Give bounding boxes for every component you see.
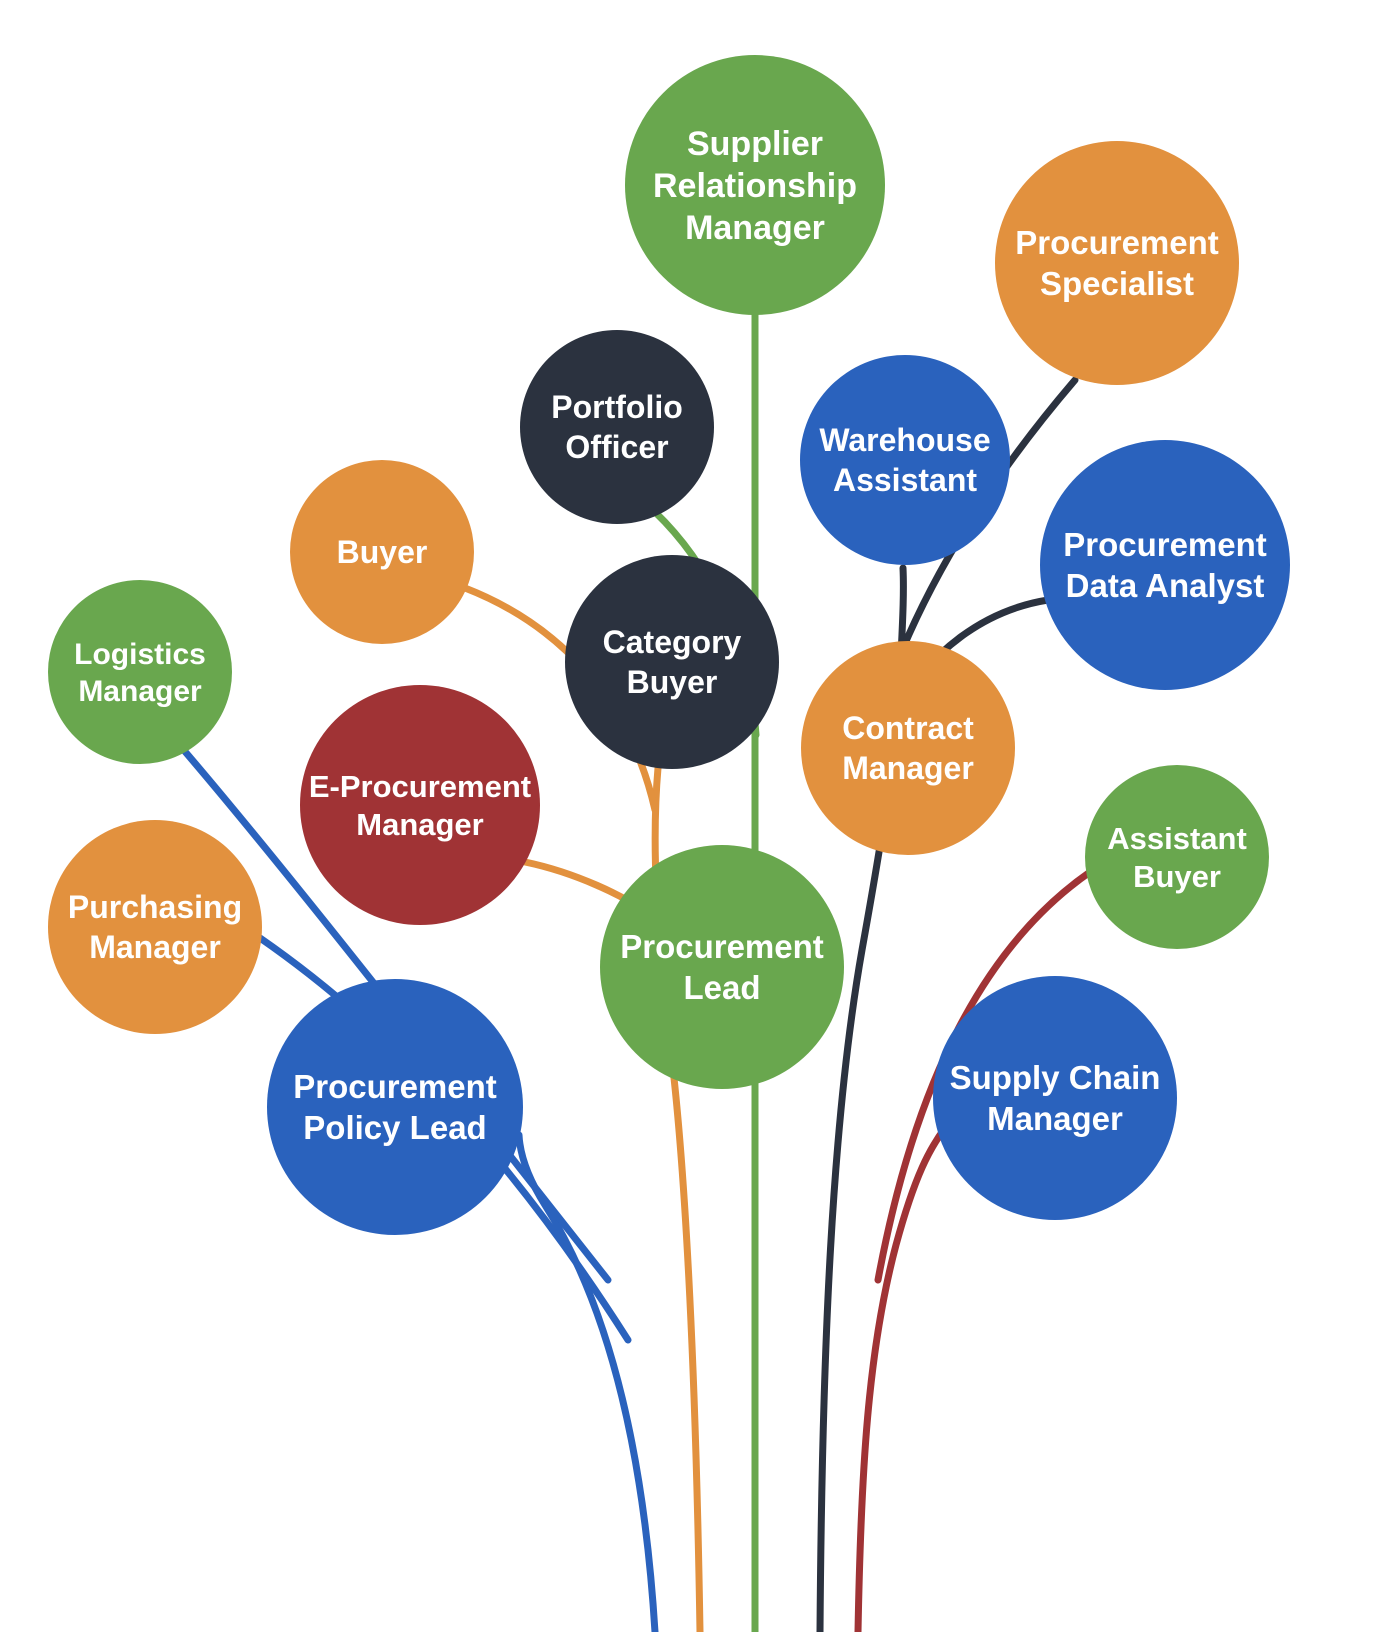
node-label-procurement-specialist: Procurement bbox=[1015, 224, 1219, 261]
node-circle-supply-chain-manager bbox=[933, 976, 1177, 1220]
node-label-logistics-manager: Manager bbox=[78, 675, 202, 708]
node-label-procurement-lead: Procurement bbox=[620, 928, 824, 965]
node-label-contract-manager: Contract bbox=[842, 710, 974, 746]
node-circle-purchasing-manager bbox=[48, 820, 262, 1034]
node-label-warehouse-assistant: Warehouse bbox=[819, 422, 990, 458]
node-label-purchasing-manager: Manager bbox=[89, 929, 221, 965]
node-circle-logistics-manager bbox=[48, 580, 232, 764]
node-label-procurement-policy-lead: Policy Lead bbox=[303, 1109, 486, 1146]
node-label-procurement-data-analyst: Data Analyst bbox=[1066, 567, 1265, 604]
node-label-purchasing-manager: Purchasing bbox=[68, 889, 242, 925]
node-circle-procurement-specialist bbox=[995, 141, 1239, 385]
trunk-red bbox=[854, 1124, 949, 1632]
node-label-logistics-manager: Logistics bbox=[74, 638, 206, 671]
node-circle-buyer bbox=[290, 460, 474, 644]
node-label-procurement-data-analyst: Procurement bbox=[1063, 526, 1267, 563]
node-label-supply-chain-manager: Manager bbox=[987, 1100, 1123, 1137]
node-circle-warehouse-assistant bbox=[800, 355, 1010, 565]
node-label-category-buyer: Category bbox=[603, 624, 742, 660]
node-label-supplier-relationship-manager: Relationship bbox=[653, 167, 857, 205]
node-label-contract-manager: Manager bbox=[842, 750, 974, 786]
node-label-e-procurement-manager: Manager bbox=[356, 807, 483, 842]
node-circle-contract-manager bbox=[801, 641, 1015, 855]
node-label-supply-chain-manager: Supply Chain bbox=[950, 1059, 1161, 1096]
node-label-assistant-buyer: Buyer bbox=[1133, 859, 1221, 894]
node-circle-portfolio-officer bbox=[520, 330, 714, 524]
node-circle-category-buyer bbox=[565, 555, 779, 769]
node-label-supplier-relationship-manager: Manager bbox=[685, 209, 825, 247]
node-label-warehouse-assistant: Assistant bbox=[833, 462, 977, 498]
node-circle-procurement-lead bbox=[600, 845, 844, 1089]
node-label-supplier-relationship-manager: Supplier bbox=[687, 125, 823, 163]
node-circle-assistant-buyer bbox=[1085, 765, 1269, 949]
node-label-assistant-buyer: Assistant bbox=[1107, 821, 1247, 856]
node-label-portfolio-officer: Portfolio bbox=[551, 389, 683, 425]
node-label-portfolio-officer: Officer bbox=[565, 429, 668, 465]
node-label-buyer: Buyer bbox=[337, 534, 428, 570]
node-label-procurement-specialist: Specialist bbox=[1040, 265, 1194, 302]
node-label-procurement-lead: Lead bbox=[683, 969, 760, 1006]
node-circle-e-procurement-manager bbox=[300, 685, 540, 925]
node-label-procurement-policy-lead: Procurement bbox=[293, 1068, 497, 1105]
node-circle-supplier-relationship-manager bbox=[625, 55, 885, 315]
node-label-category-buyer: Buyer bbox=[627, 664, 718, 700]
node-circle-procurement-policy-lead bbox=[267, 979, 523, 1235]
node-circle-procurement-data-analyst bbox=[1040, 440, 1290, 690]
trunk-blue bbox=[515, 1131, 659, 1632]
node-label-e-procurement-manager: E-Procurement bbox=[309, 769, 531, 804]
node-buyer: Buyer bbox=[290, 460, 474, 644]
